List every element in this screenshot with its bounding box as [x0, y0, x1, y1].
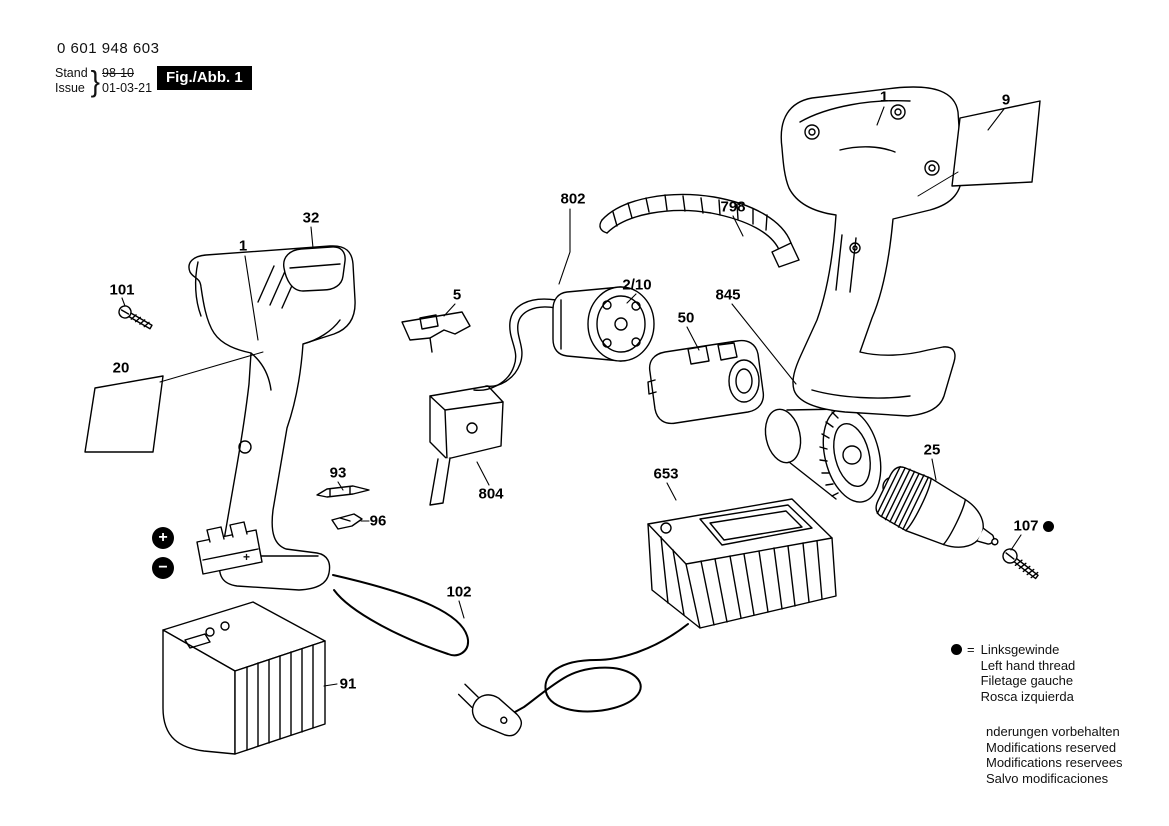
legend-line-en: Left hand thread [980, 657, 1076, 673]
power-cord-drawing [514, 623, 689, 713]
belt-clip-drawing [283, 246, 346, 292]
legend-line-fr: Filetage gauche [980, 673, 1074, 688]
part-label-93: 93 [329, 464, 347, 482]
screw-107-drawing [1002, 548, 1039, 580]
charger-drawing [647, 498, 837, 629]
connector-plus-mark: + [243, 550, 251, 564]
note-fr: Modifications reservees [986, 755, 1123, 770]
part-label-845: 845 [715, 286, 741, 304]
legend-line-de: Linksgewinde [980, 642, 1060, 657]
note-es: Salvo modificaciones [986, 770, 1109, 786]
screw-101-drawing [118, 305, 153, 330]
note-en: Modifications reserved [986, 739, 1117, 755]
plus-glyph: + [158, 529, 168, 546]
legend-line-es: Rosca izquierda [980, 688, 1074, 704]
part-label-2-10: 2/10 [622, 276, 652, 294]
part-label-1-left: 1 [238, 237, 248, 255]
part-label-91: 91 [339, 675, 357, 693]
switch-drawing [429, 385, 504, 506]
left-hand-thread-dot-107 [1043, 521, 1054, 532]
revision-brace: } [90, 64, 101, 98]
sticker-9-drawing [917, 100, 1041, 197]
part-label-798: 798 [720, 198, 746, 216]
part-label-804: 804 [478, 485, 504, 503]
note-de: nderungen vorbehalten [986, 724, 1120, 739]
bit-holder-drawing [331, 513, 363, 530]
strap-drawing [599, 193, 800, 268]
housing-right-drawing [780, 86, 963, 417]
modification-notes: nderungen vorbehalten Modifications rese… [986, 724, 1123, 786]
figure-label: Fig./Abb. 1 [157, 66, 252, 90]
battery-minus-icon: − [152, 557, 174, 579]
minus-glyph: − [158, 559, 168, 576]
sticker-20-drawing [84, 351, 264, 453]
bit-drawing [316, 485, 370, 498]
document-number: 0 601 948 603 [57, 40, 160, 57]
leader-lines [121, 106, 1022, 687]
legend-lines: Linksgewinde Left hand thread Filetage g… [981, 642, 1076, 704]
legend-left-hand-thread: = Linksgewinde Left hand thread Filetage… [951, 642, 1075, 704]
plug-drawing [457, 683, 523, 737]
left-hand-thread-dot-icon [951, 644, 962, 655]
part-label-50: 50 [677, 309, 695, 327]
part-label-32: 32 [302, 209, 320, 227]
revision-labels: Stand Issue [55, 66, 88, 96]
contact-plate-drawing [401, 311, 471, 353]
part-label-25: 25 [923, 441, 941, 459]
issue-value: 01-03-21 [102, 81, 153, 95]
legend-equals: = [967, 642, 975, 657]
part-label-5: 5 [452, 286, 462, 304]
part-label-101: 101 [109, 281, 135, 299]
chuck-drawing [875, 465, 999, 548]
wire-drawing [332, 574, 470, 657]
gear-sleeve-drawing [647, 339, 765, 425]
part-label-20: 20 [112, 359, 130, 377]
issue-label: Issue [55, 81, 85, 95]
motor-drawing [473, 286, 655, 391]
stand-value: 98-10 [102, 66, 135, 80]
revision-values: 98-10 01-03-21 [102, 66, 152, 96]
part-label-102: 102 [446, 583, 472, 601]
revision-block: Stand Issue } 98-10 01-03-21 [55, 66, 152, 96]
battery-plus-icon: + [152, 527, 174, 549]
battery-drawing [162, 601, 326, 755]
part-label-96: 96 [369, 512, 387, 530]
part-label-802: 802 [560, 190, 586, 208]
part-label-1-right: 1 [879, 88, 889, 106]
part-label-9: 9 [1001, 91, 1011, 109]
battery-connector-drawing [196, 521, 263, 575]
part-label-107: 107 [1013, 517, 1039, 535]
part-label-653: 653 [653, 465, 679, 483]
stand-label: Stand [55, 66, 88, 80]
